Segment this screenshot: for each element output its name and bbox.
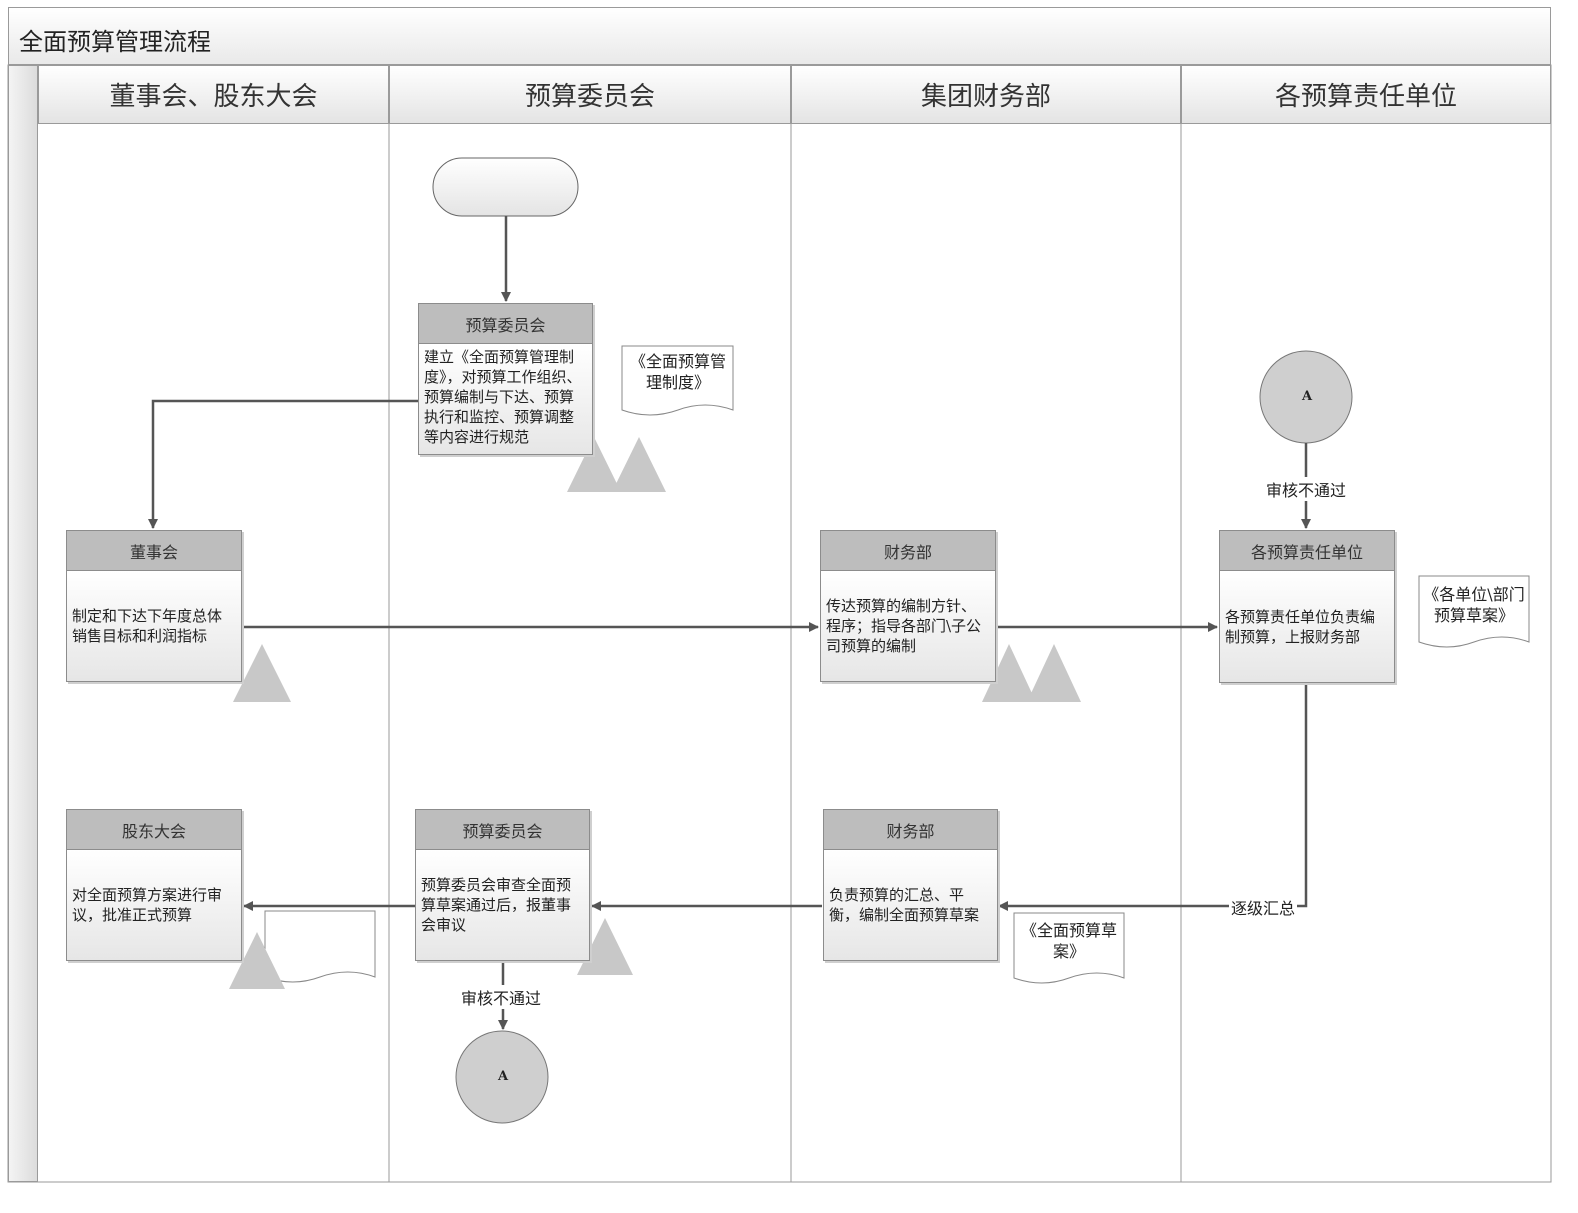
flow-committee-to-board <box>148 399 418 529</box>
triangle-marker <box>233 644 291 702</box>
process-body: 制定和下达下年度总体销售目标和利润指标 <box>67 571 241 681</box>
document-full-draft-label: 《全面预算草案》 <box>1020 921 1117 961</box>
connector-a-top-label: A <box>1302 389 1313 404</box>
edge-label-review-fail-top: 审核不通过 <box>1264 477 1349 501</box>
process-board-targets: 董事会 制定和下达下年度总体销售目标和利润指标 <box>66 530 242 682</box>
lane-header-finance: 集团财务部 <box>791 65 1181 124</box>
process-units-prepare: 各预算责任单位 各预算责任单位负责编制预算，上报财务部 <box>1219 530 1395 683</box>
process-head: 预算委员会 <box>416 810 589 850</box>
document-blank-shape <box>264 910 376 983</box>
triangle-marker <box>567 437 621 492</box>
process-committee-review: 预算委员会 预算委员会审查全面预算草案通过后，报董事会审议 <box>415 809 590 961</box>
process-head: 预算委员会 <box>419 304 592 344</box>
flow-units-to-finance-summary <box>998 683 1308 911</box>
process-head: 财务部 <box>824 810 997 850</box>
triangle-marker <box>612 437 666 492</box>
lane-header-committee: 预算委员会 <box>389 65 791 124</box>
triangle-marker <box>1027 644 1081 702</box>
lane-header-board: 董事会、股东大会 <box>38 65 389 124</box>
document-policy-shape <box>621 345 734 416</box>
process-committee-setup: 预算委员会 建立《全面预算管理制度》，对预算工作组织、预算编制与下达、预算执行和… <box>418 303 593 455</box>
diagram-title: 全面预算管理流程 <box>19 28 211 56</box>
triangle-marker <box>982 644 1036 702</box>
document-full-draft-shape <box>1013 912 1125 984</box>
edge-label-summary: 逐级汇总 <box>1229 895 1298 919</box>
process-head: 董事会 <box>67 531 241 571</box>
document-policy-label: 《全面预算管理制度》 <box>629 352 726 392</box>
process-body: 对全面预算方案进行审议，批准正式预算 <box>67 850 241 960</box>
process-head: 各预算责任单位 <box>1220 531 1394 571</box>
process-shareholders-approve: 股东大会 对全面预算方案进行审议，批准正式预算 <box>66 809 242 961</box>
edge-label-review-fail-bottom: 审核不通过 <box>459 985 544 1009</box>
document-unit-draft-label: 《各单位\部门预算草案》 <box>1423 585 1525 625</box>
process-finance-communicate: 财务部 传达预算的编制方针、程序；指导各部门\子公司预算的编制 <box>820 530 996 682</box>
triangle-marker <box>577 918 633 975</box>
title-bar: 全面预算管理流程 <box>8 7 1551 65</box>
start-terminator <box>432 157 579 217</box>
process-body: 各预算责任单位负责编制预算，上报财务部 <box>1220 571 1394 682</box>
triangle-marker <box>229 932 285 989</box>
document-unit-draft-shape <box>1418 575 1530 648</box>
lane-header-units: 各预算责任单位 <box>1181 65 1551 124</box>
connector-a-bottom <box>455 1030 549 1124</box>
process-body: 负责预算的汇总、平衡，编制全面预算草案 <box>824 850 997 960</box>
process-head: 股东大会 <box>67 810 241 850</box>
process-finance-summary: 财务部 负责预算的汇总、平衡，编制全面预算草案 <box>823 809 998 961</box>
process-body: 建立《全面预算管理制度》，对预算工作组织、预算编制与下达、预算执行和监控、预算调… <box>419 344 592 454</box>
side-strip <box>8 65 38 1182</box>
connector-a-bottom-label: A <box>498 1069 509 1084</box>
process-head: 财务部 <box>821 531 995 571</box>
process-body: 传达预算的编制方针、程序；指导各部门\子公司预算的编制 <box>821 571 995 681</box>
process-body: 预算委员会审查全面预算草案通过后，报董事会审议 <box>416 850 589 960</box>
